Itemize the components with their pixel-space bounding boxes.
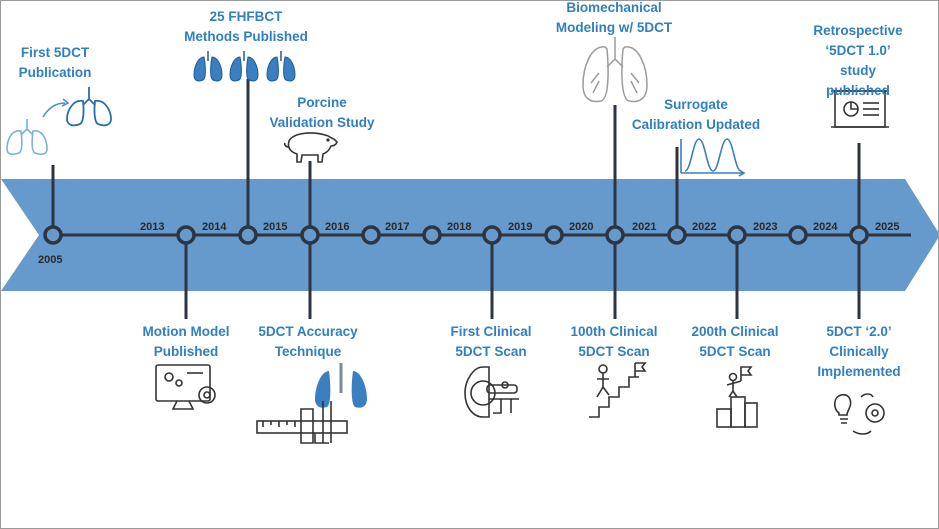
waveform-icon (680, 138, 746, 177)
year-label: 2024 (813, 221, 838, 233)
computer-gears-icon (155, 364, 216, 410)
year-label: 2023 (753, 221, 777, 233)
year-nodes (43, 225, 869, 245)
year-label: 2025 (875, 221, 899, 233)
idea-gears-icon (833, 393, 885, 435)
climbing-stairs-icon (589, 362, 647, 418)
year-label: 2020 (569, 221, 593, 233)
year-label: 2016 (325, 221, 349, 233)
milestone-label-100th-clinical-scan: 100th Clinical 5DCT Scan (570, 324, 658, 359)
ct-scanner-icon (464, 366, 519, 418)
year-label: 2014 (202, 221, 227, 233)
pig-icon (283, 132, 338, 163)
year-label: 2017 (385, 221, 409, 233)
milestone-label-surrogate-calibration: Surrogate Calibration Updated (631, 97, 761, 132)
milestone-label-fhfbct-methods: 25 FHFBCT Methods Published (184, 9, 308, 44)
year-label: 2013 (140, 221, 164, 233)
milestone-label-retrospective-5dct: Retrospective ‘5DCT 1.0’ study published (813, 23, 903, 98)
milestone-label-motion-model: Motion Model Published (142, 324, 230, 359)
milestone-label-first-5dct-publication: First 5DCT Publication (18, 45, 92, 80)
lungs-icon (582, 37, 648, 103)
milestone-label-5dct-2-implemented: 5DCT ‘2.0’ Clinically Implemented (817, 324, 901, 379)
milestone-label-first-clinical-scan: First Clinical 5DCT Scan (450, 324, 532, 359)
milestone-label-accuracy-technique: 5DCT Accuracy Technique (258, 324, 358, 359)
milestone-stems (51, 79, 861, 319)
arrow-head-icon (61, 98, 70, 107)
arrow-icon (42, 102, 66, 118)
year-label: 2021 (632, 221, 656, 233)
lungs-icon (66, 87, 112, 127)
year-label: 2019 (508, 221, 532, 233)
lungs-icon (193, 56, 296, 82)
podium-flag-icon (716, 366, 758, 428)
year-label-start: 2005 (38, 254, 62, 266)
caliper-lungs-icon (256, 363, 367, 444)
milestone-label-biomechanical-modeling: Biomechanical Modeling w/ 5DCT (555, 0, 673, 35)
milestone-label-200th-clinical-scan: 200th Clinical 5DCT Scan (691, 324, 779, 359)
lungs-icon (6, 119, 48, 155)
year-label: 2022 (692, 221, 716, 233)
presentation-board-icon (831, 90, 889, 128)
year-label: 2015 (263, 221, 287, 233)
trachea-marks (207, 51, 282, 61)
milestone-label-porcine-validation: Porcine Validation Study (269, 95, 375, 130)
year-label: 2018 (447, 221, 471, 233)
